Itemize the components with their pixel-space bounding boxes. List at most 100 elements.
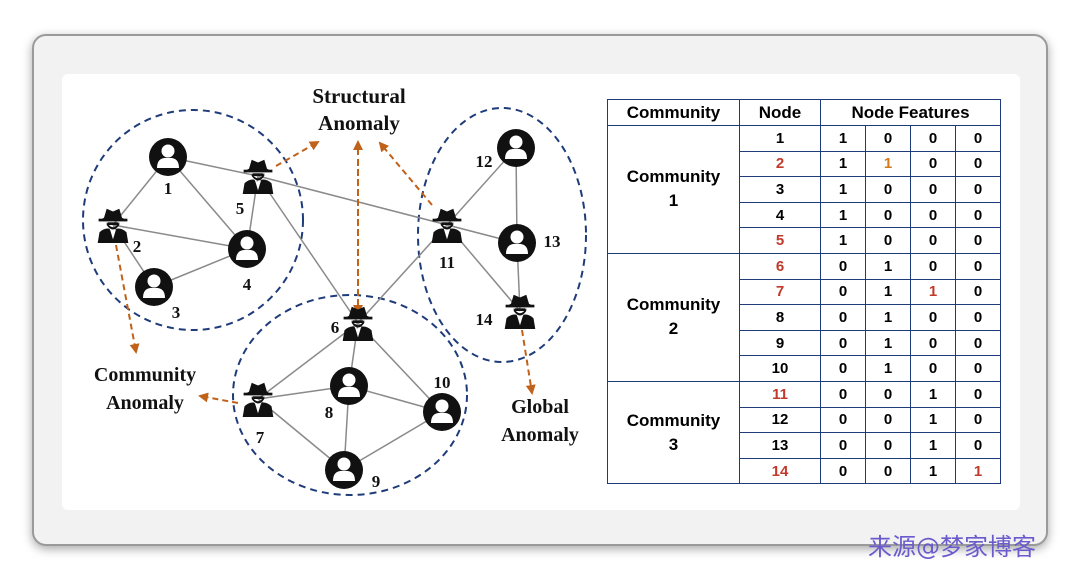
node-label-14: 14 — [476, 310, 494, 329]
feature-cell: 1 — [910, 278, 956, 306]
edge-5-6 — [257, 175, 359, 324]
node-label-4: 4 — [243, 275, 252, 294]
arrow-2-community — [115, 244, 140, 354]
feature-cell: 1 — [910, 380, 956, 408]
community-label-line: 3 — [668, 434, 679, 454]
community-3-circle — [417, 107, 587, 363]
feature-cell: 0 — [955, 304, 1001, 331]
feature-cell: 0 — [820, 432, 866, 459]
feature-cell: 0 — [910, 150, 956, 178]
feature-cell: 0 — [865, 125, 911, 152]
user-icon — [149, 138, 187, 176]
edge-1-4 — [167, 156, 248, 250]
watermark: 来源@梦家博客 — [868, 533, 1036, 561]
node-13: 13 — [498, 224, 561, 262]
user-icon — [325, 451, 363, 489]
node-cell: 14 — [739, 457, 821, 485]
feature-cell: 1 — [910, 406, 956, 434]
feature-cell: 1 — [955, 457, 1001, 485]
arrow-14-global — [521, 329, 536, 395]
node-cell: 12 — [739, 406, 821, 434]
feature-cell: 1 — [865, 278, 911, 306]
node-5: 5 — [236, 159, 274, 218]
feature-cell: 0 — [910, 201, 956, 229]
feature-cell: 1 — [865, 329, 911, 357]
feature-cell: 0 — [820, 252, 866, 280]
spy-icon — [504, 294, 536, 329]
community-label-line: Community — [626, 295, 721, 315]
feature-cell: 0 — [955, 227, 1001, 254]
feature-cell: 0 — [955, 432, 1001, 459]
feature-cell: 0 — [955, 252, 1001, 280]
feature-cell: 1 — [865, 150, 911, 178]
feature-cell: 0 — [865, 176, 911, 203]
community-1-circle — [82, 109, 304, 331]
feature-cell: 0 — [955, 329, 1001, 357]
feature-cell: 0 — [865, 380, 911, 408]
node-4: 4 — [228, 230, 266, 294]
arrow-11-structural — [378, 141, 433, 206]
node-cell: 13 — [739, 432, 821, 459]
user-icon — [423, 393, 461, 431]
global-anomaly-label-line1: Global — [511, 396, 569, 418]
node-cell: 9 — [739, 329, 821, 357]
node-label-11: 11 — [439, 253, 455, 272]
node-3: 3 — [135, 268, 180, 322]
user-icon — [330, 367, 368, 405]
feature-cell: 0 — [820, 304, 866, 331]
feature-cell: 1 — [865, 252, 911, 280]
feature-cell: 0 — [910, 329, 956, 357]
user-icon — [228, 230, 266, 268]
feature-cell: 1 — [820, 201, 866, 229]
node-2: 2 — [97, 208, 141, 256]
community-label-line: 1 — [668, 191, 679, 211]
header-community: Community — [607, 99, 740, 126]
community-cell-1: Community 1 — [607, 125, 740, 254]
feature-cell: 0 — [820, 380, 866, 408]
node-cell: 2 — [739, 150, 821, 178]
node-label-9: 9 — [372, 472, 381, 491]
feature-cell: 0 — [820, 329, 866, 357]
feature-cell: 0 — [820, 355, 866, 382]
feature-cell: 0 — [910, 355, 956, 382]
feature-cell: 1 — [865, 355, 911, 382]
node-cell: 3 — [739, 176, 821, 203]
header-node-features: Node Features — [820, 99, 1001, 126]
node-label-7: 7 — [256, 428, 265, 447]
community-2-circle — [232, 294, 468, 496]
global-anomaly-label-line2: Anomaly — [501, 424, 579, 446]
node-label-1: 1 — [164, 179, 173, 198]
feature-cell: 0 — [910, 304, 956, 331]
community-circles — [82, 107, 587, 496]
node-cell: 10 — [739, 355, 821, 382]
node-label-12: 12 — [476, 152, 493, 171]
node-cell: 6 — [739, 252, 821, 280]
feature-cell: 0 — [865, 432, 911, 459]
node-12: 12 — [476, 129, 535, 171]
node-label-13: 13 — [544, 232, 561, 251]
feature-cell: 0 — [955, 406, 1001, 434]
feature-cell: 1 — [820, 176, 866, 203]
feature-cell: 0 — [910, 125, 956, 152]
edge-5-13 — [257, 175, 518, 244]
node-cell: 7 — [739, 278, 821, 306]
node-cell: 4 — [739, 201, 821, 229]
community-anomaly-label-line1: Community — [94, 364, 196, 386]
node-14: 14 — [476, 294, 536, 329]
community-label-line: Community — [626, 167, 721, 187]
node-label-5: 5 — [236, 199, 245, 218]
feature-cell: 0 — [910, 252, 956, 280]
node-label-3: 3 — [172, 303, 181, 322]
